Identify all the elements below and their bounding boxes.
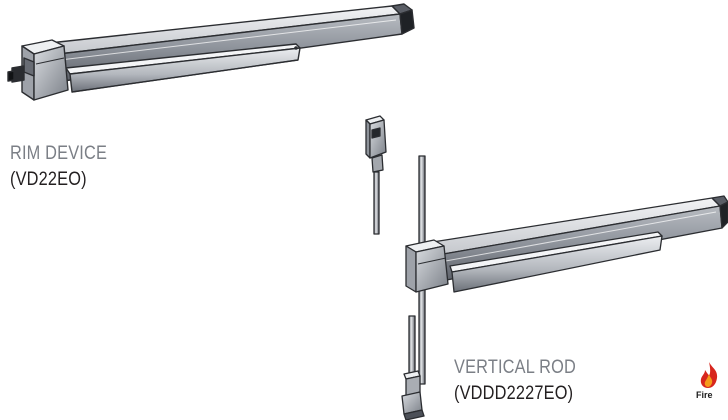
- vertical-rod-caption: VERTICAL ROD (VDDD2227EO): [454, 355, 576, 407]
- fire-rated-badge: Fire: [690, 360, 728, 410]
- vertical-rod-model: (VDDD2227EO): [454, 383, 574, 404]
- rim-device-caption: RIM DEVICE (VD22EO): [10, 141, 107, 193]
- vertical-rod-illustration: [365, 115, 728, 420]
- rim-device-illustration: [7, 3, 415, 101]
- rim-device-model: (VD22EO): [10, 169, 87, 190]
- rim-device-name: RIM DEVICE: [10, 143, 108, 164]
- vertical-rod-name: VERTICAL ROD: [454, 357, 576, 378]
- flame-icon: [700, 362, 718, 388]
- fire-label: Fire: [696, 390, 713, 400]
